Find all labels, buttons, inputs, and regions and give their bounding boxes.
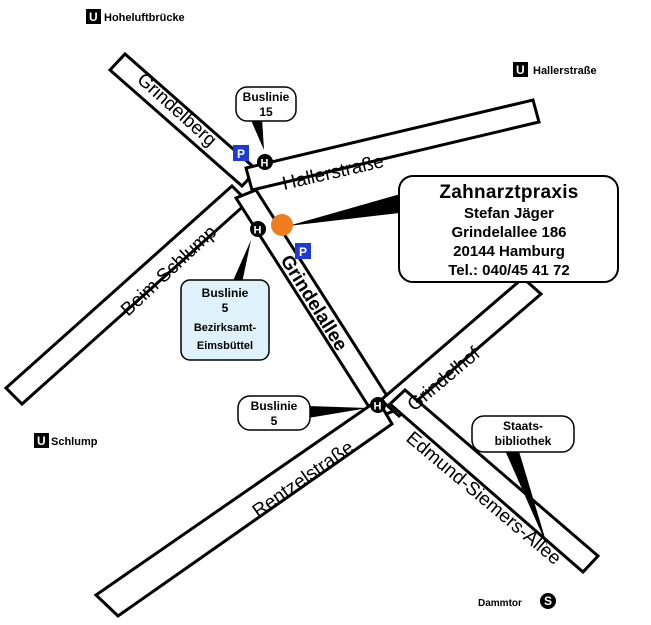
callout-box — [235, 86, 297, 122]
bus-stop-icon — [250, 221, 266, 237]
u-bahn-badge-text: U — [37, 434, 46, 448]
station-schlump: U Schlump — [34, 433, 98, 448]
road-grindelhof — [378, 276, 544, 418]
callout-box — [471, 415, 575, 453]
s-bahn-badge-text: S — [544, 594, 552, 608]
callout-bus-5-bezirksamt: Buslinie 5 Bezirksamt- Eimsbüttel — [180, 240, 270, 361]
callout-line-1: Staats- — [503, 419, 543, 433]
u-bahn-icon — [513, 62, 528, 77]
u-bahn-badge-text: U — [516, 63, 525, 77]
callout-line-4: Eimsbüttel — [197, 340, 253, 352]
u-bahn-badge-text: U — [89, 10, 98, 24]
bus-stop-icon — [257, 154, 273, 170]
practice-street: Grindelallee 186 — [451, 224, 566, 241]
location-marker — [271, 214, 293, 236]
station-hallerstrasse: U Hallerstraße — [513, 62, 597, 77]
practice-phone: Tel.: 040/45 41 72 — [448, 262, 569, 279]
parking-symbol: P — [299, 245, 307, 259]
u-bahn-icon — [86, 9, 101, 24]
callout-bus-5-south: Buslinie 5 — [237, 395, 368, 431]
road-edmund-siemers-allee — [387, 387, 601, 575]
callout-line-1: Buslinie — [243, 90, 290, 104]
bus-stop-grindelallee-north: H — [250, 221, 266, 237]
station-name: Dammtor — [478, 598, 522, 609]
callout-staatsbibliothek: Staats- bibliothek — [471, 415, 575, 548]
practice-name: Stefan Jäger — [464, 205, 554, 222]
callout-pointer — [308, 406, 368, 418]
bus-stop-symbol: H — [374, 401, 382, 413]
callout-line-2: 5 — [222, 301, 229, 315]
bus-stop-icon — [370, 397, 386, 413]
parking-grindelallee: P — [295, 243, 311, 259]
bus-stop-symbol: H — [254, 225, 262, 237]
bus-stop-symbol: H — [261, 158, 269, 170]
parking-symbol: P — [237, 147, 245, 161]
practice-box — [398, 175, 619, 283]
callout-line-2: bibliothek — [495, 434, 552, 448]
practice-title: Zahnarztpraxis — [439, 182, 578, 203]
label-grindelberg: Grindelberg — [133, 69, 221, 151]
u-bahn-icon — [34, 433, 49, 448]
callout-line-2: 15 — [259, 105, 273, 119]
station-hoheluftbruecke: U Hoheluftbrücke — [86, 9, 185, 24]
callout-pointer — [250, 118, 264, 150]
road-rentzelstrasse — [93, 397, 394, 618]
callout-practice: Zahnarztpraxis Stefan Jäger Grindelallee… — [288, 175, 619, 283]
road-hallerstrasse — [244, 98, 541, 192]
station-name: Schlump — [51, 436, 98, 448]
bus-stop-hallerstrasse: H — [257, 154, 273, 170]
callout-bus-15: Buslinie 15 — [235, 86, 297, 150]
callout-line-3: Bezirksamt- — [194, 322, 257, 334]
callout-pointer — [232, 240, 251, 283]
callout-pointer — [504, 448, 548, 548]
station-name: Hallerstraße — [533, 65, 597, 77]
bus-stop-grindelallee-south: H — [370, 397, 386, 413]
label-grindelallee: Grindelallee — [276, 252, 351, 355]
parking-hallerstrasse: P — [233, 145, 249, 161]
parking-icon — [233, 145, 249, 161]
callout-line-1: Buslinie — [202, 286, 249, 300]
callout-line-1: Buslinie — [251, 399, 298, 413]
s-bahn-icon — [540, 593, 556, 609]
roads — [3, 51, 601, 618]
station-name: Hoheluftbrücke — [104, 12, 185, 24]
callout-line-2: 5 — [271, 414, 278, 428]
callout-box — [180, 279, 270, 361]
callout-box — [237, 395, 311, 431]
callout-pointer — [288, 193, 408, 226]
practice-city: 20144 Hamburg — [453, 243, 565, 260]
parking-icon — [295, 243, 311, 259]
station-dammtor: Dammtor S — [478, 593, 556, 609]
